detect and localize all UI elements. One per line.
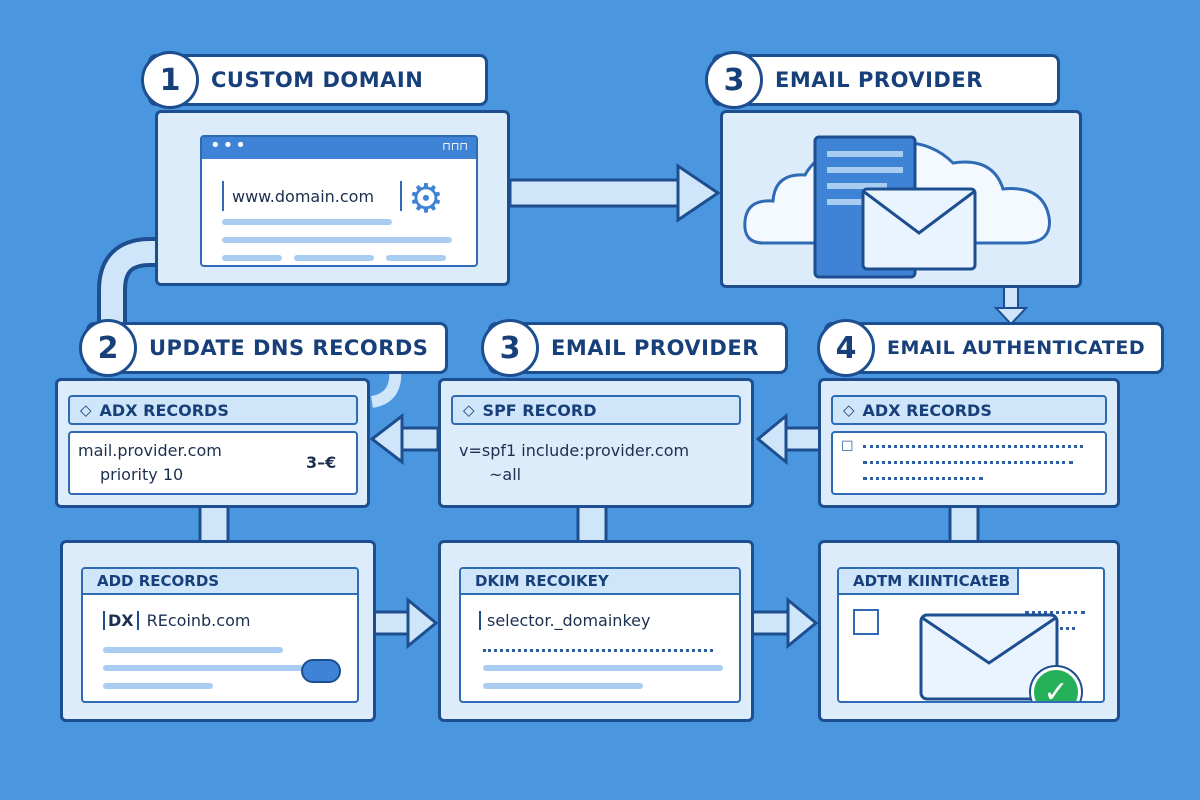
check-icon: ✓ — [1031, 667, 1081, 701]
step-label: UPDATE DNS RECORDS — [149, 336, 429, 360]
step-2-title: 2 UPDATE DNS RECORDS — [79, 319, 448, 377]
auth-card: ◇ ADX RECORDS ☐ — [818, 378, 1120, 508]
comment-icon: ☐ — [841, 439, 854, 455]
arrow-spf-to-mx — [369, 412, 440, 466]
tag-icon: ◇ — [463, 401, 475, 419]
step-label: EMAIL AUTHENTICATED — [887, 337, 1146, 359]
url-text: www.domain.com — [232, 186, 375, 206]
text-line — [386, 255, 446, 261]
provider-illustration — [743, 135, 1051, 279]
step-4-title: 4 EMAIL AUTHENTICATED — [817, 319, 1164, 377]
text-line — [103, 647, 283, 653]
arrow-auth-to-spf — [755, 412, 822, 466]
dkim-window: DKIM RECOIKEY selector._domainkey — [459, 567, 741, 703]
add-records-header: ADD RECORDS — [83, 569, 357, 595]
record-badge: DX — [103, 611, 139, 630]
text-line — [222, 219, 392, 225]
step-number: 3 — [705, 51, 763, 109]
redacted-line — [483, 649, 713, 655]
window-dots-icon: ••• — [210, 135, 248, 156]
checkbox-icon — [853, 609, 879, 635]
spf-card: ◇ SPF RECORD v=spf1 include:provider.com… — [438, 378, 754, 508]
redacted-line — [863, 445, 1083, 451]
text-line — [103, 665, 303, 671]
step-number: 4 — [817, 319, 875, 377]
url-field[interactable]: www.domain.com — [222, 181, 402, 211]
step-1-title: 1 CUSTOM DOMAIN — [141, 51, 488, 109]
spf-all: ~all — [489, 465, 522, 484]
done-header: ADTM KIINTICAtEB — [839, 569, 1019, 595]
text-line — [222, 237, 452, 243]
connector-middle — [576, 503, 608, 547]
step-number: 3 — [481, 319, 539, 377]
spf-card-header: ◇ SPF RECORD — [451, 395, 741, 425]
arrow-domain-to-provider — [508, 163, 721, 223]
envelope-icon — [861, 187, 977, 271]
window-controls-icon: ⊓⊓⊓ — [442, 140, 468, 153]
step-number: 2 — [79, 319, 137, 377]
text-line — [294, 255, 374, 261]
mx-card-body: mail.provider.com priority 10 3–€ — [68, 431, 358, 495]
tag-icon: ◇ — [843, 401, 855, 419]
step-label: CUSTOM DOMAIN — [211, 68, 424, 92]
dkim-value: selector._domainkey — [479, 611, 650, 630]
add-records-panel: ADD RECORDS DX REcoinb.com — [60, 540, 376, 722]
connector-left — [198, 503, 230, 547]
domain-panel: ••• ⊓⊓⊓ www.domain.com ⚙ — [155, 110, 510, 286]
browser-titlebar: ••• ⊓⊓⊓ — [202, 135, 476, 159]
auth-card-header: ◇ ADX RECORDS — [831, 395, 1107, 425]
step-3-title-top: 3 EMAIL PROVIDER — [705, 51, 1060, 109]
gear-icon: ⚙ — [408, 176, 444, 222]
add-records-window: ADD RECORDS DX REcoinb.com — [81, 567, 359, 703]
done-panel: ADTM KIINTICAtEB ✓ — [818, 540, 1120, 722]
arrow-dkim-to-done — [750, 596, 819, 650]
text-line — [103, 683, 213, 689]
redacted-line — [863, 477, 983, 483]
add-records-row: DX REcoinb.com — [103, 611, 250, 630]
mx-card: ◇ ADX RECORDS mail.provider.com priority… — [55, 378, 370, 508]
redacted-line — [863, 461, 1073, 467]
step-number: 1 — [141, 51, 199, 109]
tag-icon: ◇ — [80, 401, 92, 419]
spf-value: v=spf1 include:provider.com — [459, 441, 690, 460]
redacted-line — [1025, 611, 1085, 617]
mx-card-title: ADX RECORDS — [99, 400, 229, 420]
dkim-header: DKIM RECOIKEY — [461, 569, 739, 595]
dkim-panel: DKIM RECOIKEY selector._domainkey — [438, 540, 754, 722]
mx-priority: priority 10 — [100, 465, 184, 484]
spf-card-body: v=spf1 include:provider.com ~all — [451, 431, 741, 495]
connector-right — [948, 503, 980, 547]
done-window: ADTM KIINTICAtEB ✓ — [837, 567, 1105, 703]
mx-host: mail.provider.com — [78, 441, 222, 460]
auth-card-title: ADX RECORDS — [862, 400, 992, 420]
mx-side-glyph: 3–€ — [306, 453, 337, 472]
text-line — [222, 255, 282, 261]
auth-card-body: ☐ — [831, 431, 1107, 495]
text-line — [483, 683, 643, 689]
provider-panel — [720, 110, 1082, 288]
arrow-add-to-dkim — [370, 596, 439, 650]
text-line — [483, 665, 723, 671]
browser-window: ••• ⊓⊓⊓ www.domain.com ⚙ — [200, 135, 478, 267]
mx-card-header: ◇ ADX RECORDS — [68, 395, 358, 425]
envelope-icon — [919, 613, 1059, 701]
step-3-title-middle: 3 EMAIL PROVIDER — [481, 319, 788, 377]
spf-card-title: SPF RECORD — [482, 400, 597, 420]
cloud-icon — [301, 659, 341, 683]
step-label: EMAIL PROVIDER — [775, 68, 983, 92]
record-value: REcoinb.com — [146, 611, 251, 630]
step-label: EMAIL PROVIDER — [551, 336, 759, 360]
